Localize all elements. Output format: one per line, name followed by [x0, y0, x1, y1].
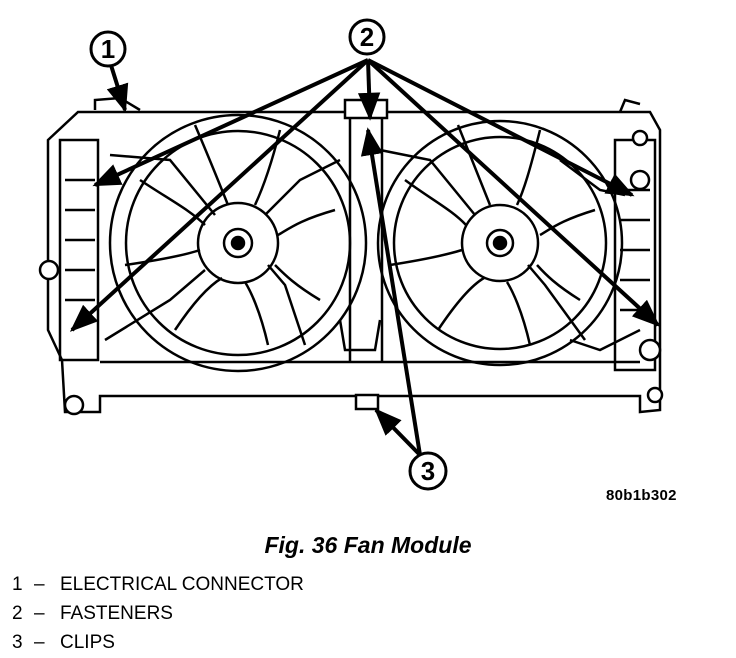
callout-3: 3 — [408, 451, 448, 491]
legend-separator: – — [34, 574, 45, 595]
legend-number: 2 — [12, 603, 23, 624]
legend-label: CLIPS — [60, 632, 115, 653]
svg-text:2: 2 — [360, 22, 374, 52]
legend-number: 3 — [12, 632, 23, 653]
leader-lines — [69, 58, 661, 457]
legend-list: 1–ELECTRICAL CONNECTOR 2–FASTENERS 3–CLI… — [12, 570, 304, 657]
callout-2: 2 — [348, 18, 386, 56]
legend-item: 1–ELECTRICAL CONNECTOR — [12, 570, 304, 599]
svg-text:1: 1 — [101, 34, 115, 64]
legend-number: 1 — [12, 574, 23, 595]
shroud-frame — [46, 96, 662, 414]
figure-caption: Fig. 36 Fan Module — [264, 532, 472, 558]
legend-label: FASTENERS — [60, 603, 173, 624]
legend-separator: – — [34, 632, 45, 653]
fan-module-diagram: 1 2 3 — [38, 18, 664, 491]
mounting-bosses — [38, 129, 664, 416]
callout-1: 1 — [89, 30, 127, 68]
legend-label: ELECTRICAL CONNECTOR — [60, 574, 304, 595]
legend-item: 3–CLIPS — [12, 628, 304, 657]
right-fan — [376, 119, 641, 367]
svg-text:3: 3 — [421, 456, 435, 486]
legend-separator: – — [34, 603, 45, 624]
left-fan — [104, 113, 368, 373]
figure-id-label: 80b1b302 — [606, 487, 677, 504]
legend-item: 2–FASTENERS — [12, 599, 304, 628]
